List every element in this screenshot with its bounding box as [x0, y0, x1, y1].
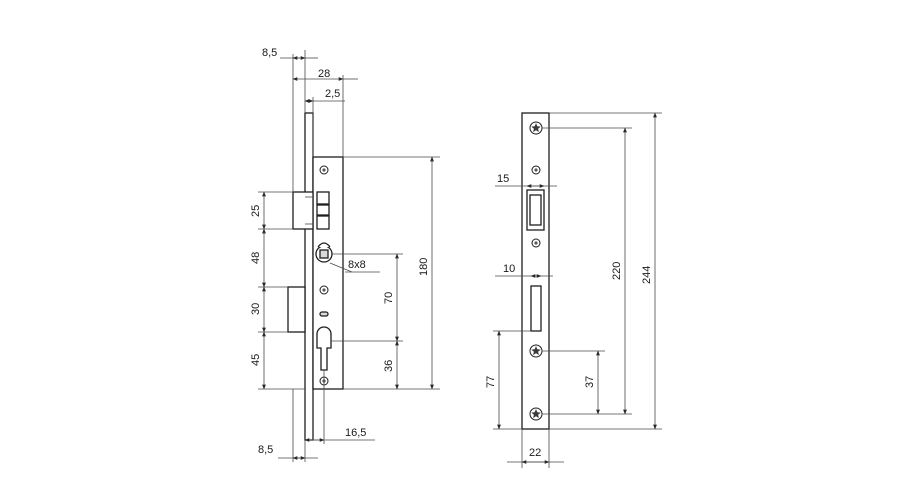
star-screw-bottom: [529, 407, 543, 421]
dim-latch-slot-width: 15: [497, 173, 509, 185]
dim-body-height: 180: [418, 258, 430, 276]
dim-bolt-height: 30: [250, 303, 262, 315]
dim-latch-height: 25: [250, 205, 262, 217]
case-screw-hole-middle: [319, 285, 329, 295]
dim-screw-spacing-inner: 220: [611, 262, 623, 280]
star-screw-top: [529, 121, 543, 135]
lock-body-view: 8,5 28 2,5 25 48 30 45 8x8: [250, 47, 440, 462]
latch-bolt: [292, 191, 330, 230]
dim-cylinder-to-bottom: 36: [383, 360, 395, 372]
dim-plate-width: 22: [529, 447, 541, 459]
strike-hole-1: [531, 165, 541, 175]
dim-backset: 16,5: [345, 427, 366, 439]
dead-bolt: [287, 286, 306, 333]
dim-lower-screw-spacing: 37: [584, 376, 596, 388]
faceplate: [304, 112, 314, 441]
dim-total-depth: 28: [318, 68, 330, 80]
dim-spindle-to-cylinder: 70: [383, 292, 395, 304]
dim-faceplate-offset-bottom: 8,5: [258, 444, 273, 456]
star-screw-middle: [529, 344, 543, 358]
strike-plate: [521, 112, 550, 430]
dim-faceplate-offset-top: 8,5: [262, 47, 277, 59]
case-screw-hole-top: [319, 165, 329, 175]
bolt-slot: [530, 285, 542, 332]
dim-faceplate-thickness: 2,5: [325, 88, 340, 100]
spindle-follower: [315, 242, 333, 263]
strike-plate-view: 15 10 244 220 37 77 22: [485, 112, 662, 468]
dim-plate-height: 244: [641, 266, 653, 284]
dim-latch-to-spindle: 48: [250, 252, 262, 264]
latch-slot: [526, 189, 545, 231]
cylinder-hole: [316, 326, 332, 371]
dim-bolt-slot-width: 10: [503, 263, 515, 275]
dim-bolt-to-cylinder: 45: [250, 354, 262, 366]
dim-lower-span: 77: [485, 376, 497, 388]
dim-spindle-square: 8x8: [348, 259, 366, 271]
strike-hole-2: [531, 238, 541, 248]
small-slot: [319, 311, 329, 317]
